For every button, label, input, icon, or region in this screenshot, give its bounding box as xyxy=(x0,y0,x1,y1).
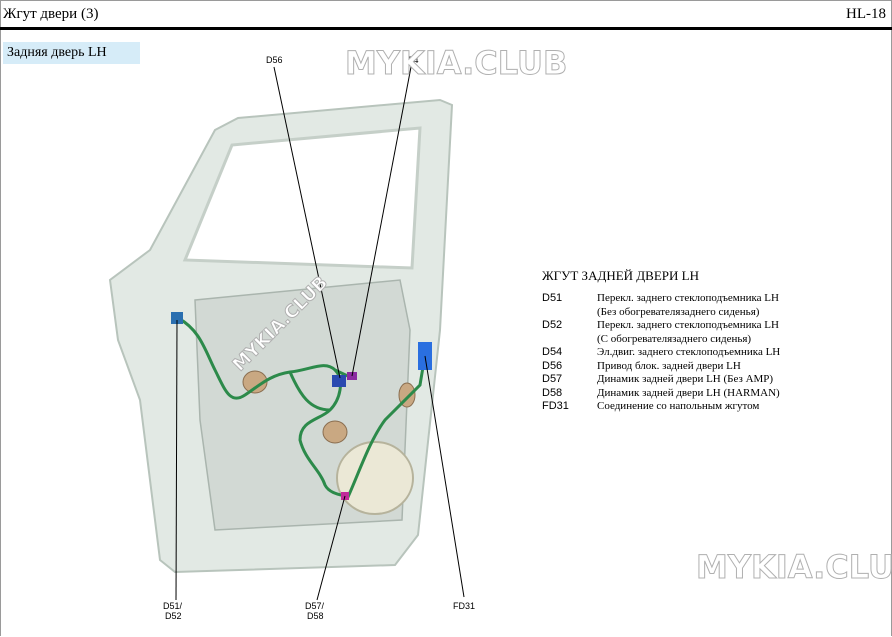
page-header: Жгут двери (3) HL-18 xyxy=(0,0,892,30)
legend-item: FD31 Соединение со напольным жгутом xyxy=(542,400,797,414)
page-code: HL-18 xyxy=(846,6,886,22)
legend-item: D58 Динамик задней двери LH (HARMAN) xyxy=(542,387,797,401)
legend-desc: Перекл. заднего стеклоподъемника LH xyxy=(597,292,779,304)
legend-desc: Привод блок. задней двери LH xyxy=(597,359,741,372)
callout-d51-d52-2: D52 xyxy=(165,611,182,621)
legend-desc: Эл.двиг. заднего стеклоподъемника LH xyxy=(597,346,781,358)
legend-code: D58 xyxy=(542,386,563,399)
legend-desc: (Без обогревателязаднего сиденья) xyxy=(597,305,760,318)
legend-item: D56 Привод блок. задней двери LH xyxy=(542,360,797,374)
legend-code: FD31 xyxy=(542,400,569,412)
legend-code: D56 xyxy=(542,359,563,372)
legend-desc: Динамик задней двери LH (Без AMP) xyxy=(597,373,774,385)
legend-item: D54 Эл.двиг. заднего стеклоподъемника LH xyxy=(542,346,797,360)
section-label: Задняя дверь LH xyxy=(3,42,140,64)
legend-desc: Соединение со напольным жгутом xyxy=(597,400,760,412)
legend-desc: Перекл. заднего стеклоподъемника LH xyxy=(597,319,779,331)
legend-desc: (С обогревателязаднего сиденья) xyxy=(597,332,752,345)
connector-d54-d56 xyxy=(332,375,346,387)
section-label-text: Задняя дверь LH xyxy=(7,45,107,60)
legend-code: D57 xyxy=(542,373,563,385)
callout-d54: D54 xyxy=(402,55,419,65)
grommet xyxy=(322,420,348,444)
legend-item-cont: (Без обогревателязаднего сиденья) xyxy=(542,306,797,320)
callout-d51-d52: D51/ xyxy=(163,601,183,611)
callout-d56: D56 xyxy=(266,55,283,65)
callout-fd31: FD31 xyxy=(453,601,475,611)
legend-item: D51 Перекл. заднего стеклоподъемника LH xyxy=(542,292,797,306)
legend-code: D51 xyxy=(542,292,563,304)
connector-d51-d52 xyxy=(171,312,183,324)
legend-code: D52 xyxy=(542,319,563,331)
callout-lines xyxy=(175,66,465,601)
watermark-bottom: MYKIA.CLUB xyxy=(696,548,892,586)
watermark-top: MYKIA.CLUB xyxy=(345,44,567,82)
legend-code: D54 xyxy=(542,346,563,358)
grommet xyxy=(242,370,268,394)
callout-d57-d58: D57/ xyxy=(305,601,325,611)
legend-title: ЖГУТ ЗАДНЕЙ ДВЕРИ LH xyxy=(542,268,699,283)
legend-desc: Динамик задней двери LH (HARMAN) xyxy=(597,386,780,399)
window-opening xyxy=(182,126,422,270)
callout-d57-d58-2: D58 xyxy=(307,611,324,621)
speaker xyxy=(336,441,414,515)
legend-item: D57 Динамик задней двери LH (Без AMP) xyxy=(542,373,797,387)
legend-item-cont: (С обогревателязаднего сиденья) xyxy=(542,333,797,347)
page-title: Жгут двери (3) xyxy=(3,6,99,22)
legend-item: D52 Перекл. заднего стеклоподъемника LH xyxy=(542,319,797,333)
